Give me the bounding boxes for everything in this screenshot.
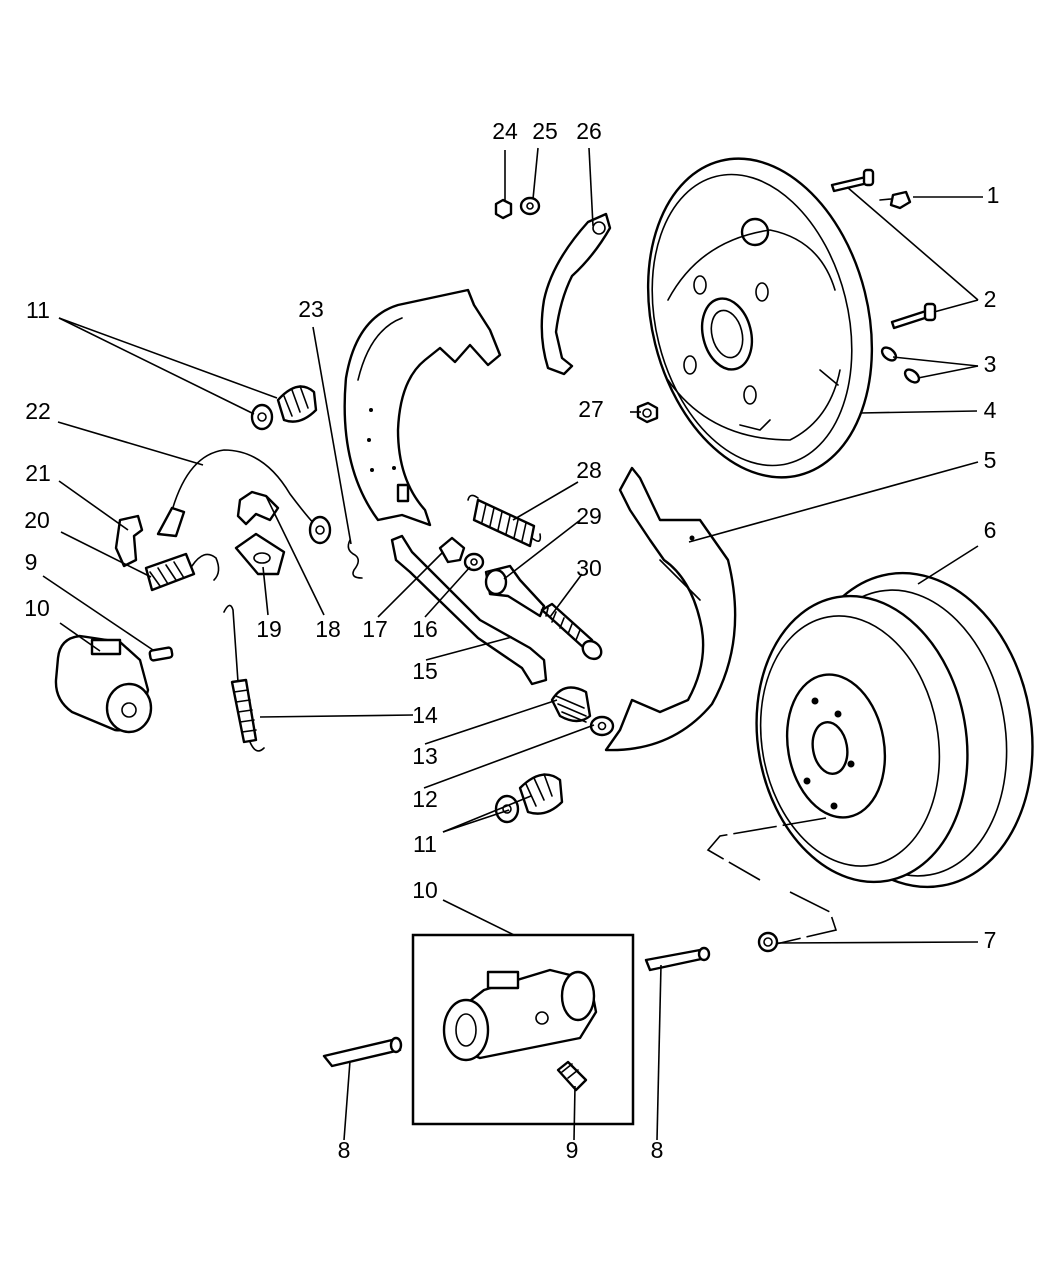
leader-lines xyxy=(42,147,983,1141)
callout-15: 15 xyxy=(412,658,438,684)
callout-26: 26 xyxy=(576,118,602,144)
holddown-clip-part xyxy=(347,539,363,579)
callout-16: 16 xyxy=(412,616,438,642)
callout-10-inset: 10 xyxy=(412,877,438,903)
callout-labels: 1 2 3 4 5 6 7 8 8 9 9 10 10 11 11 12 13 … xyxy=(24,118,999,1163)
callout-5: 5 xyxy=(984,447,997,473)
nut-part-27 xyxy=(636,401,659,424)
callout-13: 13 xyxy=(412,743,438,769)
callout-2: 2 xyxy=(984,286,997,312)
callout-18: 18 xyxy=(315,616,341,642)
callout-9-left: 9 xyxy=(25,549,38,575)
bolt-part-1 xyxy=(879,190,912,210)
adjuster-cable-part xyxy=(156,449,332,545)
retainer-clip-part xyxy=(757,931,779,953)
lower-brake-shoe-part xyxy=(604,466,737,752)
inset-box xyxy=(411,933,635,1126)
washer-part-16 xyxy=(463,552,485,572)
callout-10-left: 10 xyxy=(24,595,50,621)
parking-lever-part xyxy=(540,212,612,376)
washer-part-12 xyxy=(589,715,615,737)
wheel-cylinder-part-left xyxy=(54,634,153,734)
upper-spring-part xyxy=(467,494,542,548)
anchor-plate-part xyxy=(234,532,286,576)
pin-part-left xyxy=(322,1036,403,1068)
strut-part xyxy=(390,534,548,686)
callout-29: 29 xyxy=(576,503,602,529)
upper-brake-shoe-part xyxy=(343,288,502,527)
spring-part-13 xyxy=(550,686,592,723)
return-spring-part xyxy=(223,604,265,752)
callout-1: 1 xyxy=(987,182,1000,208)
callout-11-lower: 11 xyxy=(413,831,437,857)
adjuster-screw-part xyxy=(540,602,603,661)
nut-washer-parts xyxy=(494,196,541,220)
callout-7: 7 xyxy=(984,927,997,953)
plugs-part-3 xyxy=(880,346,921,384)
callout-30: 30 xyxy=(576,555,602,581)
callout-9-inset: 9 xyxy=(566,1137,579,1163)
callout-23: 23 xyxy=(298,296,324,322)
callout-8-right: 8 xyxy=(651,1137,664,1163)
bleeder-screw-part-left xyxy=(148,646,174,662)
callout-12: 12 xyxy=(412,786,438,812)
boot-parts-upper xyxy=(250,385,318,431)
adjuster-spring-part xyxy=(144,552,220,592)
callout-22: 22 xyxy=(25,398,51,424)
callout-20: 20 xyxy=(24,507,50,533)
callout-27: 27 xyxy=(578,396,604,422)
support-plate-part xyxy=(646,157,874,479)
bolts-part-2 xyxy=(830,168,937,330)
callout-21: 21 xyxy=(25,460,51,486)
callout-8-left: 8 xyxy=(338,1137,351,1163)
callout-11-upper: 11 xyxy=(26,297,50,323)
callout-17: 17 xyxy=(362,616,388,642)
callout-3: 3 xyxy=(984,351,997,377)
callout-14: 14 xyxy=(412,702,438,728)
brake-drum-part xyxy=(755,571,1034,889)
adjuster-socket-part xyxy=(484,564,546,618)
callout-4: 4 xyxy=(984,397,997,423)
pivot-nut-part xyxy=(438,536,466,564)
callout-28: 28 xyxy=(576,457,602,483)
callout-25: 25 xyxy=(532,118,558,144)
bleeder-screw-part-inset xyxy=(556,1060,588,1092)
callout-19: 19 xyxy=(256,616,282,642)
boot-parts-lower xyxy=(494,773,564,824)
pin-part-right xyxy=(644,946,711,972)
callout-24: 24 xyxy=(492,118,518,144)
callout-6: 6 xyxy=(984,517,997,543)
